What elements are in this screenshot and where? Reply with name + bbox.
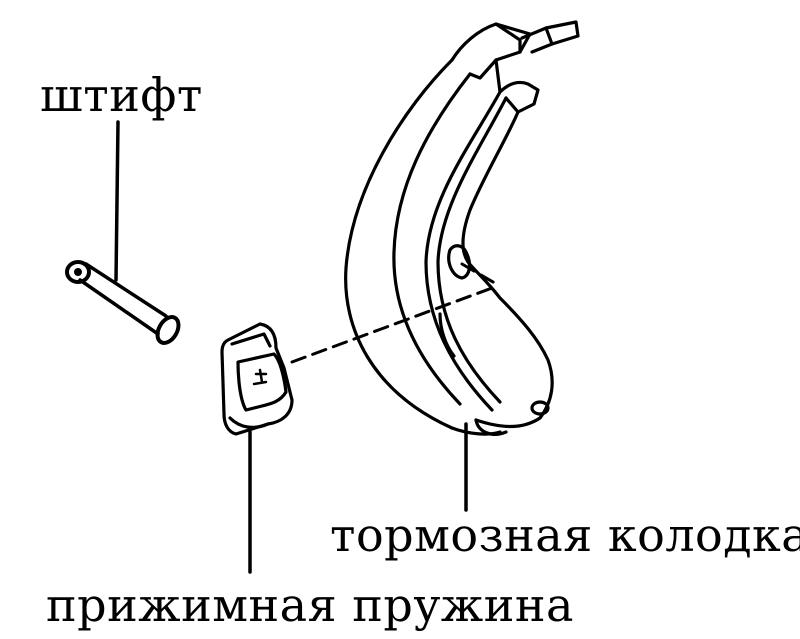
label-hold-down-spring: прижимная пружина — [46, 578, 574, 632]
label-pin: штифт — [40, 68, 203, 122]
shoe-rim-inner — [438, 98, 506, 402]
shoe-lining-outer — [346, 60, 452, 428]
pin — [67, 262, 183, 347]
label-brake-shoe: тормозная колодка — [330, 508, 800, 562]
hold-down-spring — [222, 324, 292, 434]
shoe-web-contour — [463, 112, 552, 427]
pin-head — [67, 262, 89, 282]
shoe-rim-outer — [426, 60, 500, 410]
pin-shaft — [80, 264, 166, 334]
alignment-lines — [292, 264, 500, 362]
brake-shoe — [346, 22, 578, 434]
pin-tip — [153, 313, 183, 346]
shoe-top-tab — [522, 22, 578, 52]
dashed-line-spring-to-shoe — [292, 288, 492, 362]
shoe-top-block — [452, 24, 530, 78]
leader-pin — [116, 122, 118, 280]
dashed-line-shoe-hole — [462, 264, 500, 286]
spring-body — [222, 324, 292, 434]
shoe-lining-inner — [394, 74, 470, 404]
leader-lines — [116, 122, 466, 572]
shoe-lower-hole — [532, 402, 548, 414]
